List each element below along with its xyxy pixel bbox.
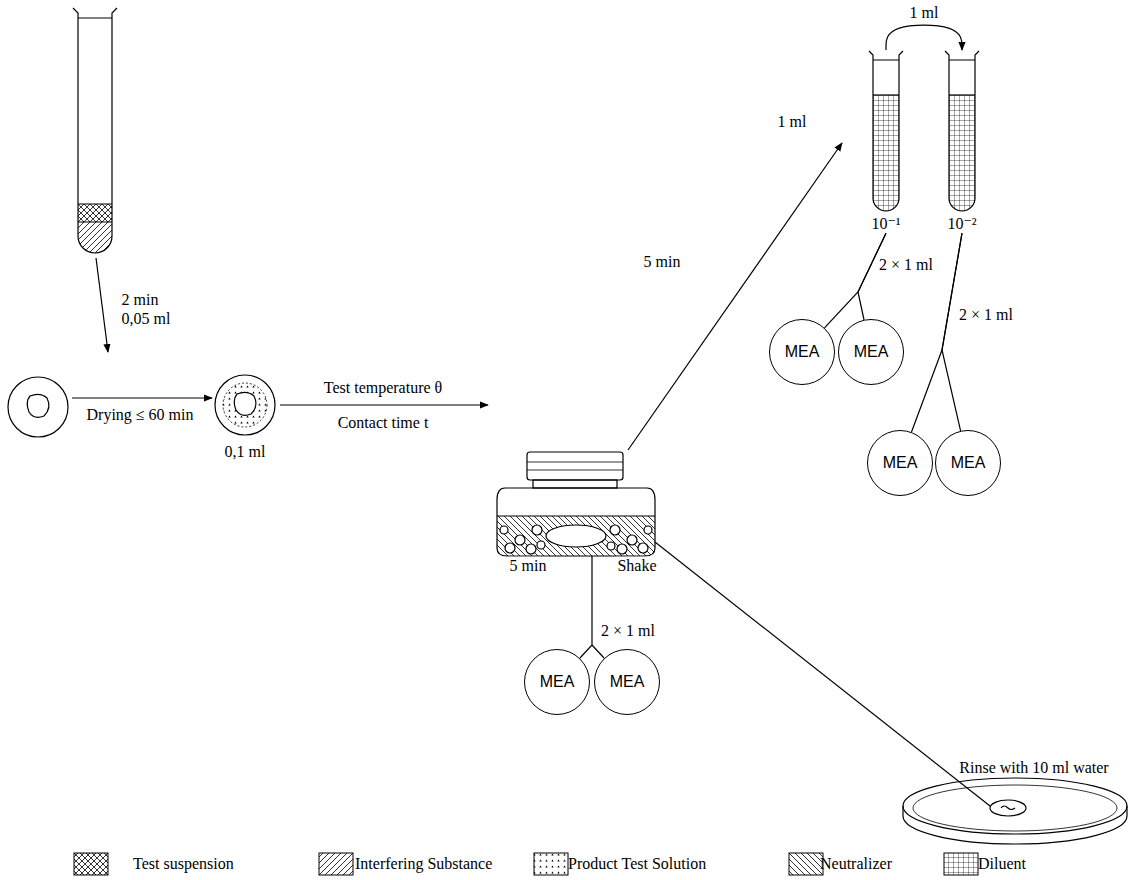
petri-dish	[903, 778, 1127, 834]
legend-swatch	[318, 852, 354, 876]
layer-line	[78, 204, 112, 222]
liquid-level	[949, 94, 975, 95]
step-label: Rinse with 10 ml water	[957, 759, 1110, 777]
step-label: 1 ml	[776, 113, 809, 131]
medium-label: MEA	[610, 672, 645, 691]
carrier-disc	[990, 800, 1026, 816]
transfer-connector	[825, 233, 886, 328]
petri-dish-inner	[913, 785, 1117, 831]
medium-label: MEA	[854, 342, 889, 361]
dilution-tube: 10⁻¹	[865, 50, 907, 233]
legend-text: Product Test Solution	[568, 854, 706, 874]
step-label: 0,1 ml	[223, 443, 268, 461]
jar	[497, 488, 655, 556]
transfer-line	[580, 556, 604, 658]
arrow	[96, 258, 108, 352]
arrow	[280, 404, 488, 405]
suspension-layer	[78, 204, 112, 222]
medium-label: MEA	[785, 342, 820, 361]
product-test-solution	[223, 383, 267, 427]
transfer-connector	[942, 233, 962, 431]
agar-plate: MEA	[524, 649, 590, 715]
legend-text: Interfering Substance	[355, 854, 492, 874]
tube-drawing	[868, 50, 904, 214]
step-label: Contact time t	[336, 414, 431, 432]
carrier-disc	[546, 525, 606, 547]
glass-beads	[500, 525, 652, 554]
medium-label: MEA	[951, 453, 986, 472]
leader-line	[655, 542, 990, 806]
jar-neck	[533, 480, 617, 488]
arrow	[628, 143, 842, 450]
legend-swatch	[943, 852, 979, 876]
agar-plate: MEA	[838, 319, 904, 385]
liquid-level	[873, 94, 899, 95]
dilution-tube: 10⁻²	[941, 50, 983, 233]
legend-text: Neutralizer	[820, 854, 892, 874]
agar-plate: MEA	[769, 319, 835, 385]
dilution-label: 10⁻¹	[865, 214, 907, 233]
tube-outline	[869, 51, 903, 211]
dried-inoculum	[27, 394, 49, 417]
tube-outline	[945, 51, 979, 211]
petri-dish-wall	[903, 806, 1127, 844]
neutralizer	[497, 516, 655, 556]
volume-label: 2 × 1 ml	[877, 256, 935, 274]
carrier-disc	[8, 377, 68, 437]
legend-swatch	[533, 852, 569, 876]
dilution-label: 10⁻²	[941, 214, 983, 233]
agar-plate: MEA	[867, 430, 933, 496]
step-label: Drying ≤ 60 min	[85, 406, 196, 424]
agar-plate: MEA	[594, 649, 660, 715]
step-label: Test temperature θ	[322, 379, 445, 397]
step-label: Shake	[615, 557, 658, 575]
legend-text: Test suspension	[133, 854, 234, 874]
legend-text: Diluent	[978, 854, 1026, 874]
step-label: 2 × 1 ml	[599, 622, 657, 640]
medium-label: MEA	[540, 672, 575, 691]
volume-label: 2 × 1 ml	[957, 306, 1015, 324]
agar-plate: MEA	[935, 430, 1001, 496]
volume-label: 1 ml	[908, 4, 941, 22]
transfer-connector	[858, 233, 886, 320]
step-label: 2 min	[120, 291, 161, 309]
diluent	[949, 95, 975, 211]
arrow	[72, 397, 212, 398]
dried-inoculum	[234, 392, 256, 415]
jar-lid	[527, 452, 623, 480]
legend-swatch	[73, 852, 109, 876]
step-label: 5 min	[642, 253, 683, 271]
carrier-disc	[215, 375, 275, 435]
step-label: 5 min	[508, 557, 549, 575]
tube-drawing	[944, 50, 980, 214]
transfer-connector	[886, 25, 962, 50]
test-tube	[73, 8, 117, 253]
legend-swatch	[788, 852, 824, 876]
inoculum	[1001, 806, 1015, 810]
diluent	[873, 95, 899, 211]
medium-label: MEA	[883, 453, 918, 472]
jar-lid-rib	[527, 462, 623, 470]
step-label: 0,05 ml	[120, 310, 173, 328]
